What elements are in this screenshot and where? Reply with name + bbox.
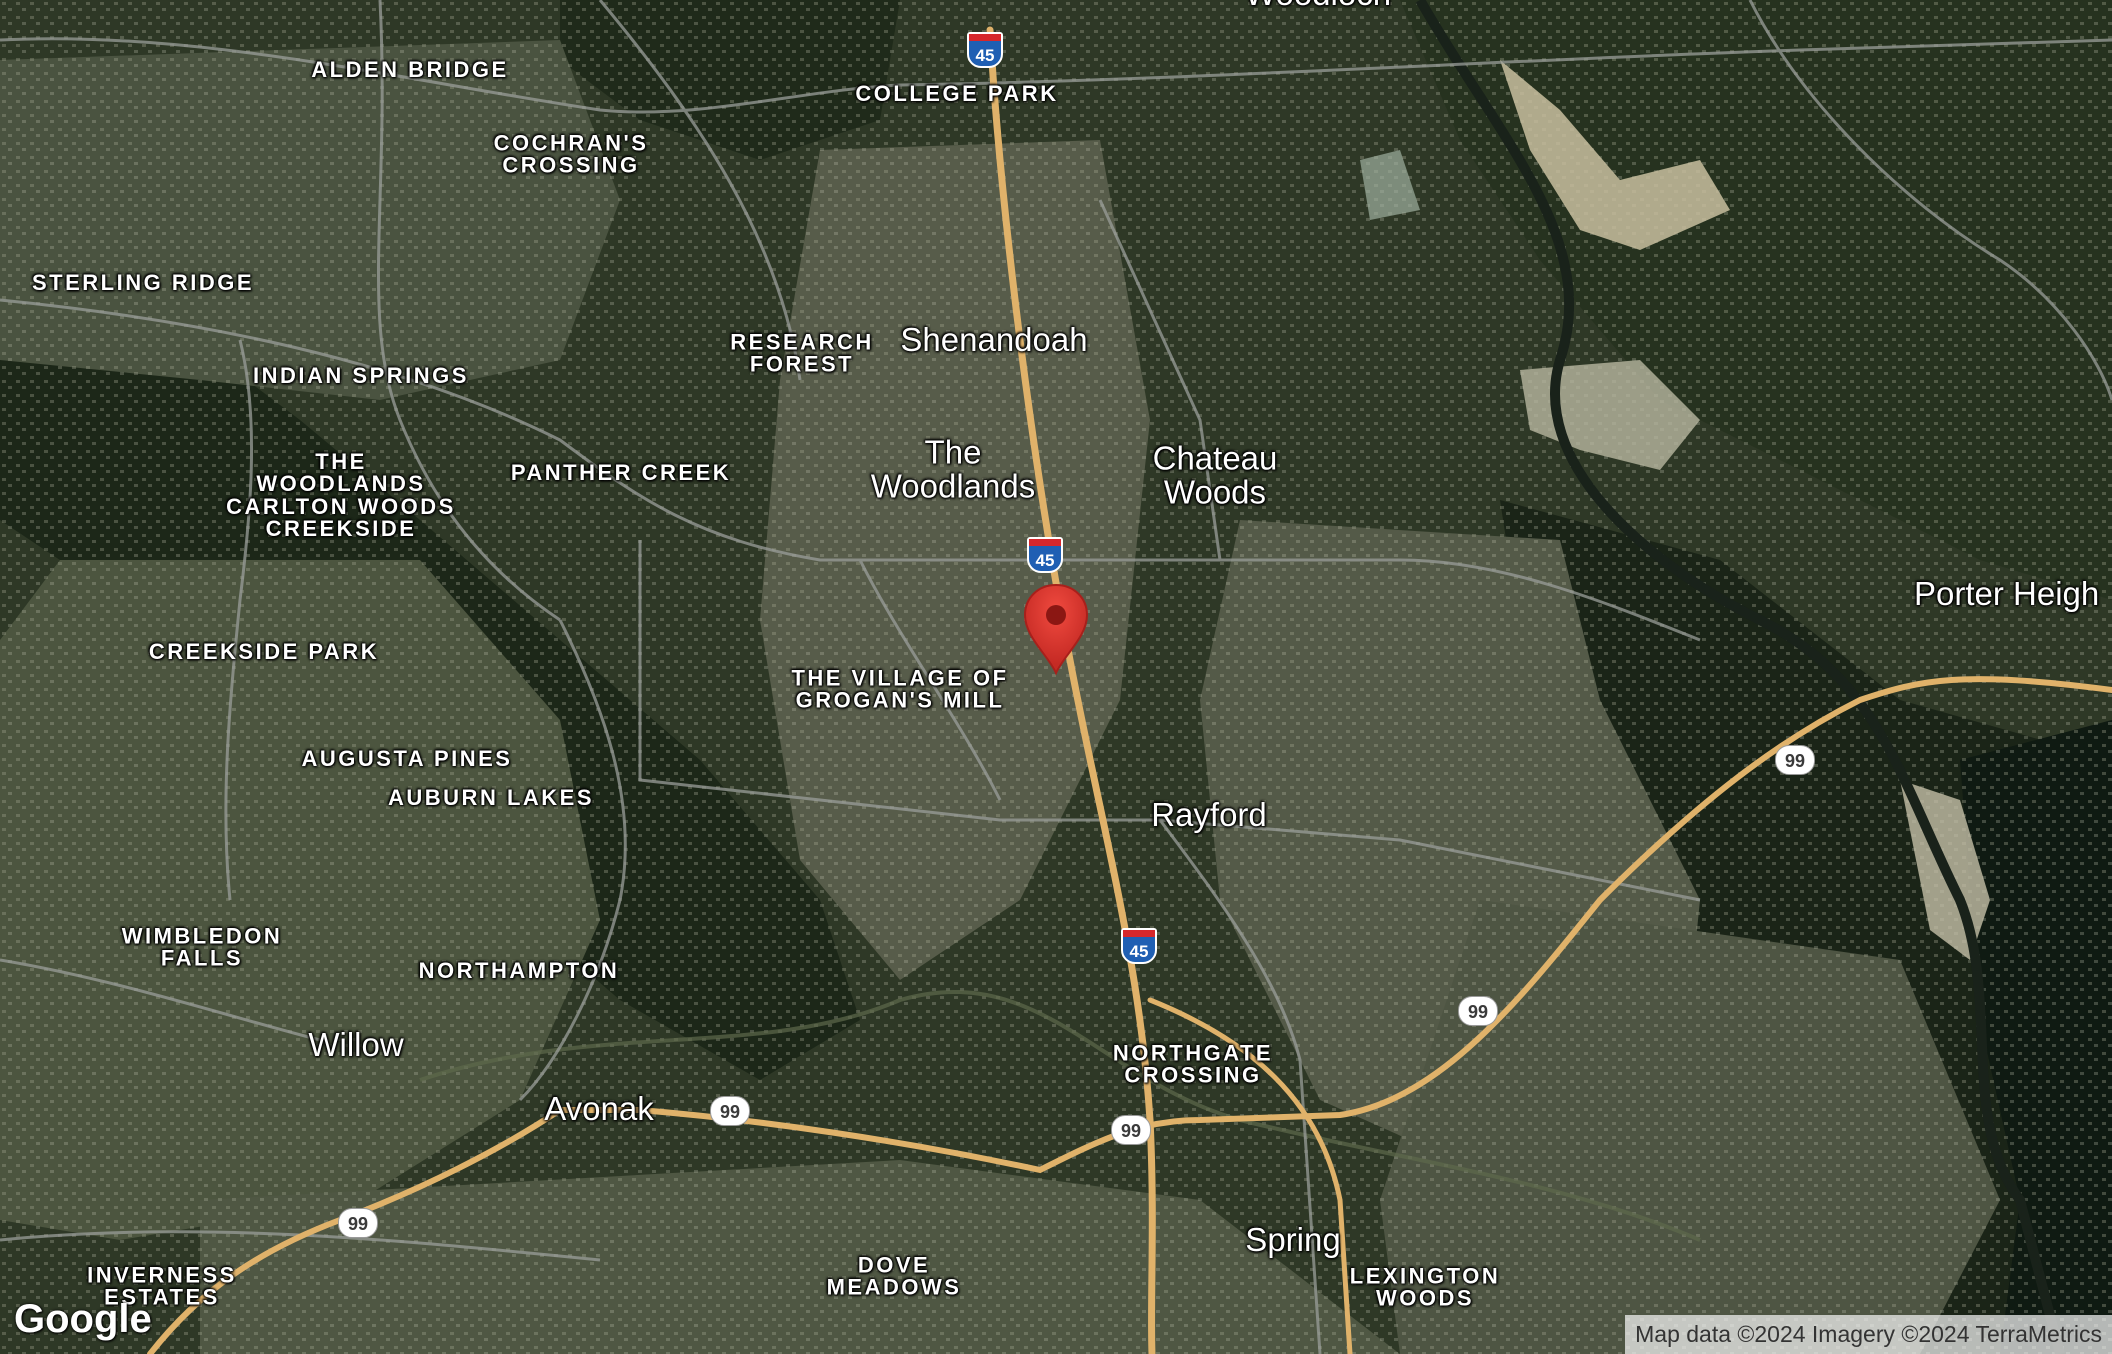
partial-city-label: Woodloch [1245, 0, 1391, 11]
city-porter-heights: Porter Heigh [1914, 575, 2100, 613]
state-99-shield-southwest: 99 [338, 1208, 378, 1238]
state-99-shield-west: 99 [710, 1096, 750, 1126]
city-rayford: Rayford [1151, 796, 1267, 834]
state-99-shield-east: 99 [1775, 745, 1815, 775]
neighborhood-alden-bridge: ALDEN BRIDGE [311, 56, 509, 82]
neighborhood-indian-springs: INDIAN SPRINGS [253, 362, 469, 388]
city-shenandoah: Shenandoah [900, 321, 1088, 359]
state-99-shield-central: 99 [1111, 1115, 1151, 1145]
city-avonak: Avonak [544, 1090, 654, 1128]
interstate-45-shield-mid: 45 [1027, 537, 1063, 573]
neighborhood-augusta-pines: AUGUSTA PINES [301, 745, 513, 771]
interstate-45-shield-north: 45 [967, 32, 1003, 68]
neighborhood-auburn-lakes: AUBURN LAKES [388, 784, 594, 810]
neighborhood-college-park: COLLEGE PARK [855, 80, 1059, 106]
interstate-45-shield-south: 45 [1121, 928, 1157, 964]
map-attribution[interactable]: Map data ©2024 Imagery ©2024 TerraMetric… [1625, 1315, 2112, 1354]
neighborhood-northampton: NORTHAMPTON [418, 957, 620, 983]
city-willow: Willow [308, 1026, 404, 1064]
neighborhood-sterling-ridge: STERLING RIDGE [31, 269, 255, 295]
state-99-shield-southeast: 99 [1458, 996, 1498, 1026]
neighborhood-creekside-park: CREEKSIDE PARK [148, 638, 380, 664]
city-spring: Spring [1245, 1221, 1341, 1259]
neighborhood-panther-creek: PANTHER CREEK [510, 459, 732, 485]
google-logo: Google [14, 1297, 152, 1341]
location-pin-icon[interactable] [1021, 581, 1091, 677]
